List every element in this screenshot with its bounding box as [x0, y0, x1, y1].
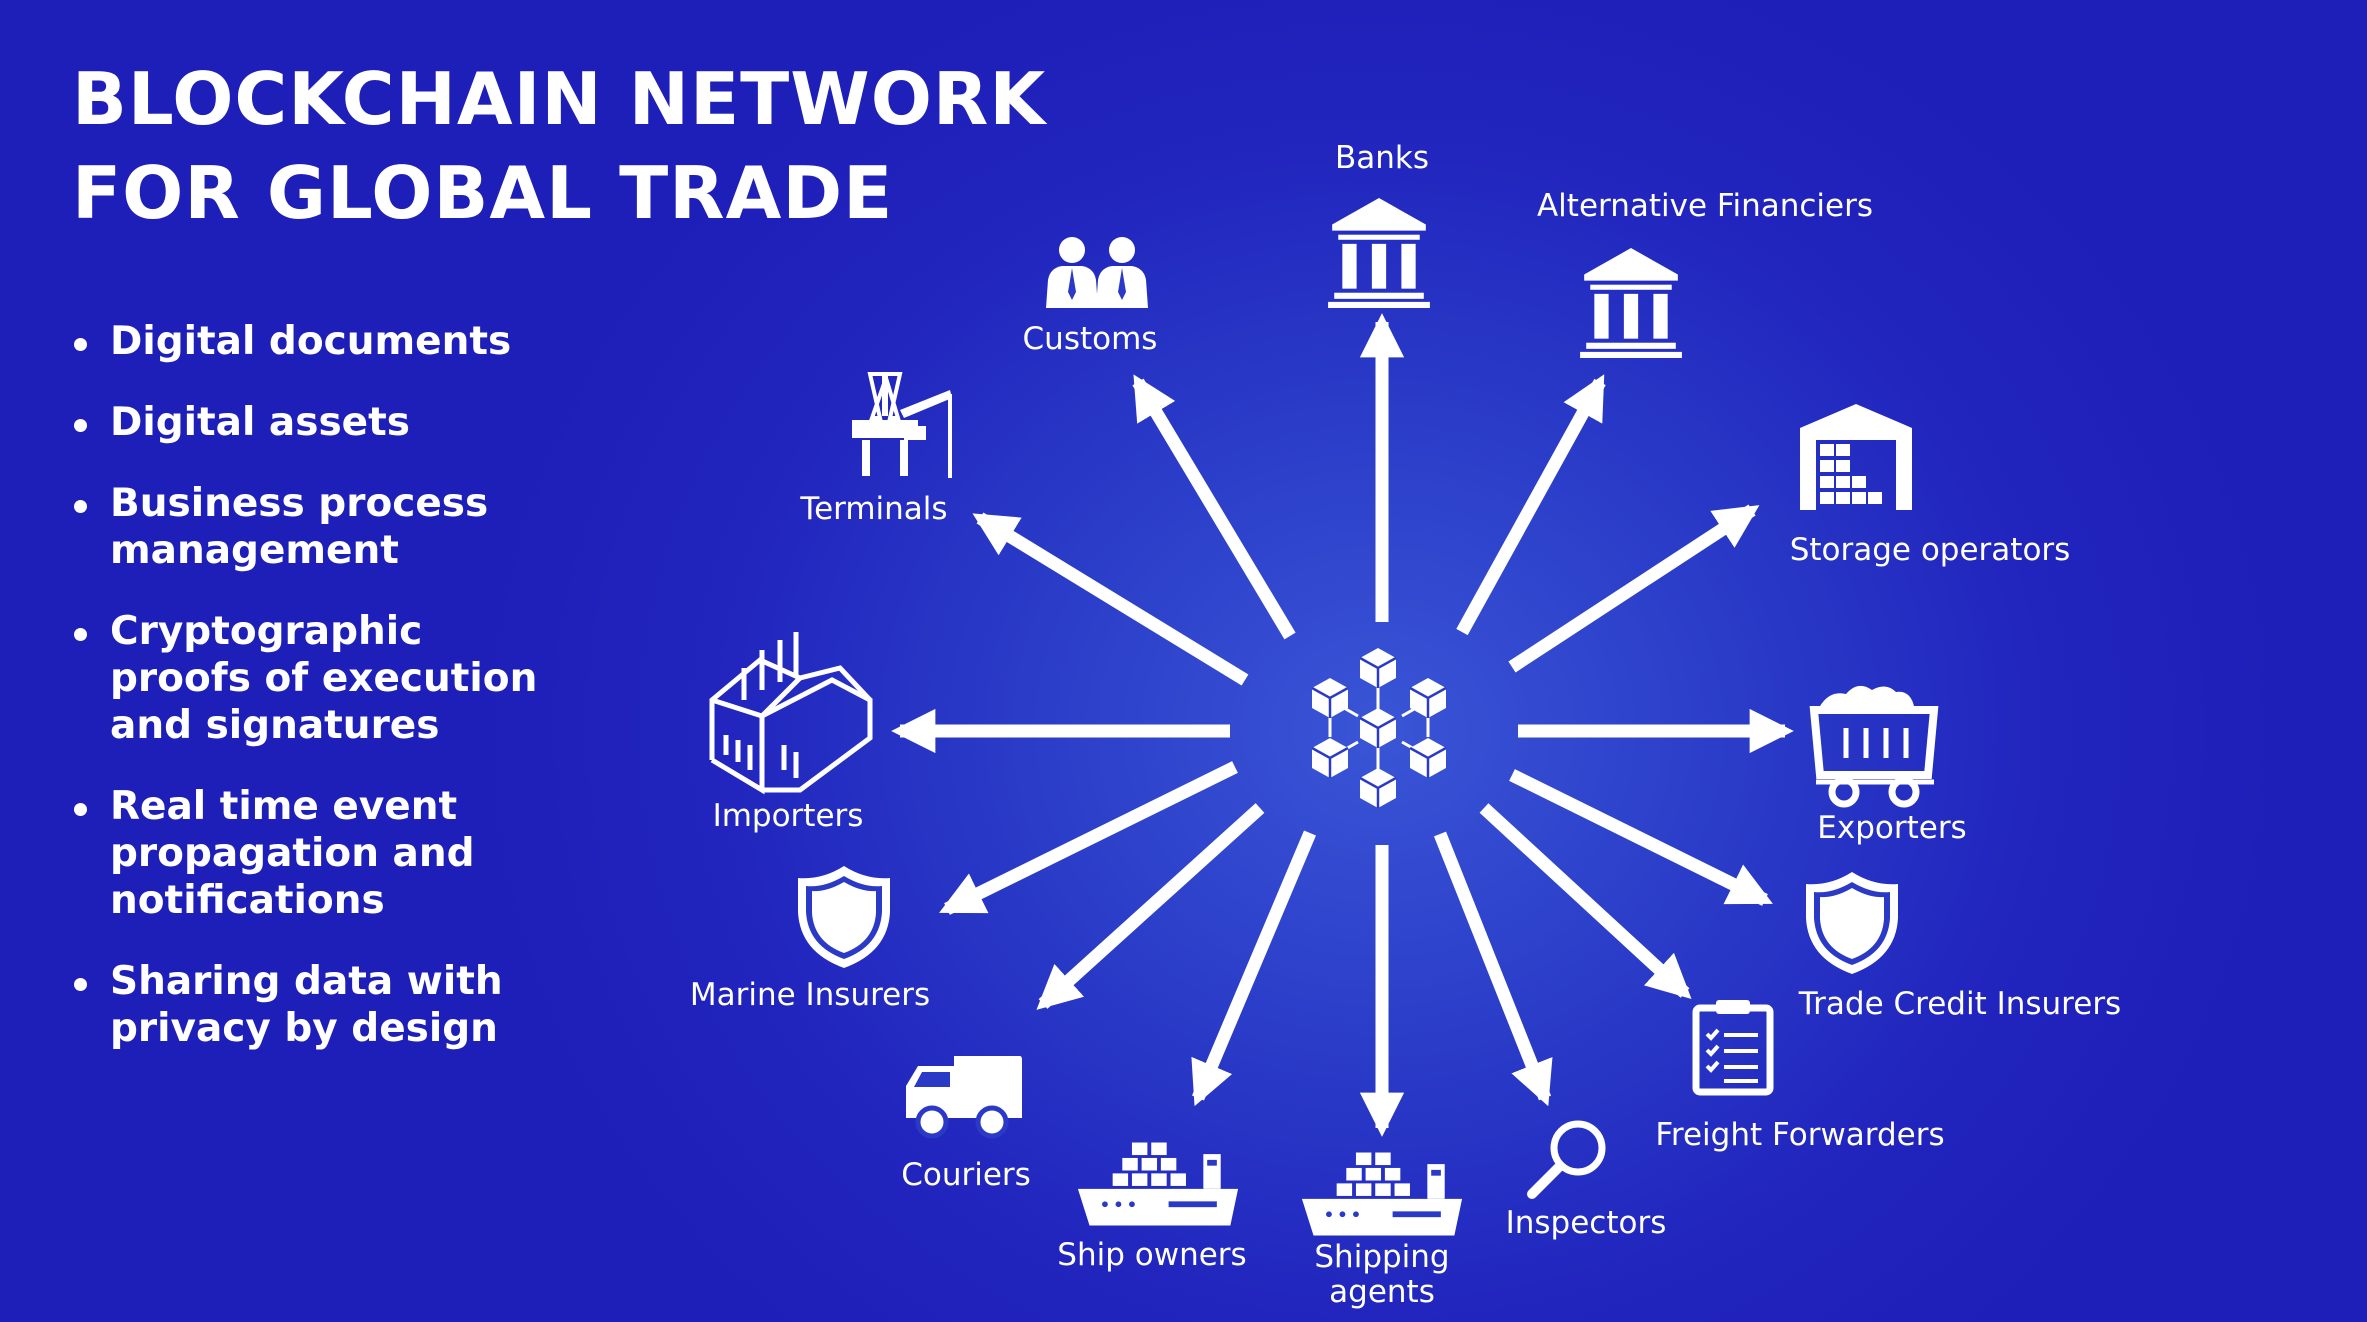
node-label-customs: Customs: [1022, 321, 1158, 357]
node-label-trade-credit-insurers: Trade Credit Insurers: [1798, 986, 2122, 1022]
node-label-shipping-agents: Shipping agents: [1314, 1239, 1450, 1310]
node-label-freight-forwarders: Freight Forwarders: [1655, 1117, 1945, 1153]
factory-icon: [709, 632, 873, 795]
shield-icon: [1806, 872, 1898, 974]
magnifier-icon: [1527, 1120, 1606, 1199]
warehouse-icon: [1800, 404, 1912, 510]
feature-item: Digital documents: [72, 318, 537, 365]
bank-icon: [1580, 248, 1682, 358]
title-line-1: BLOCKCHAIN NETWORK: [72, 57, 1047, 141]
feature-text: Digital assets: [110, 400, 410, 445]
node-label-marine-insurers: Marine Insurers: [689, 977, 931, 1013]
node-label-couriers: Couriers: [901, 1157, 1031, 1193]
node-label-storage-operators: Storage operators: [1789, 532, 2071, 568]
feature-text: propagation and: [110, 831, 475, 876]
cargo-ship-icon: [1301, 1152, 1463, 1236]
arrow-marine-insurers: [939, 761, 1238, 915]
node-label-inspectors: Inspectors: [1505, 1205, 1667, 1241]
node-label-banks: Banks: [1334, 140, 1429, 176]
arrow-alternative-financiers: [1456, 374, 1606, 636]
arrow-inspectors: [1433, 831, 1553, 1107]
clipboard-checklist-icon: [1692, 1000, 1774, 1096]
arrow-ship-owners: [1191, 830, 1316, 1107]
feature-item: Cryptographic proofs of execution and si…: [72, 608, 537, 749]
feature-text: Real time event: [110, 784, 458, 829]
feature-item: Business process management: [72, 480, 537, 574]
feature-text: Cryptographic: [110, 609, 423, 654]
mine-cart-icon: [1809, 685, 1939, 808]
oil-rig-crane-icon: [852, 371, 952, 478]
feature-text: Sharing data with: [110, 959, 503, 1004]
arrow-couriers: [1036, 803, 1265, 1010]
arrow-freight-forwarders: [1479, 803, 1692, 999]
feature-text: and signatures: [110, 703, 440, 748]
node-label-importers: Importers: [712, 798, 864, 834]
node-label-alternative-financiers: Alternative Financiers: [1536, 188, 1874, 224]
node-label-ship-owners: Ship owners: [1057, 1237, 1247, 1273]
feature-item: Real time event propagation and notifica…: [72, 783, 537, 924]
feature-item: Sharing data with privacy by design: [72, 958, 537, 1052]
feature-list: Digital documents Digital assets Busines…: [72, 318, 537, 1052]
shield-icon: [798, 866, 890, 968]
feature-item: Digital assets: [72, 399, 537, 446]
feature-text: privacy by design: [110, 1006, 498, 1051]
people-icon: [1046, 237, 1148, 308]
connector-arrows: [891, 313, 1794, 1137]
arrow-customs: [1132, 374, 1296, 640]
node-label-terminals: Terminals: [800, 491, 948, 527]
bank-icon: [1328, 198, 1430, 308]
feature-text: Digital documents: [110, 319, 512, 364]
feature-text: Business process: [110, 481, 489, 526]
arrow-trade-credit-insurers: [1509, 769, 1773, 906]
blockchain-cubes-icon: [1311, 648, 1447, 808]
delivery-truck-icon: [906, 1056, 1022, 1139]
arrow-storage-operators: [1508, 504, 1760, 673]
cargo-ship-icon: [1077, 1142, 1239, 1226]
feature-text: proofs of execution: [110, 656, 538, 701]
title-line-2: FOR GLOBAL TRADE: [72, 151, 894, 235]
feature-text: management: [110, 528, 399, 573]
node-label-exporters: Exporters: [1817, 810, 1967, 846]
feature-text: notifications: [110, 878, 385, 923]
page-title: BLOCKCHAIN NETWORK FOR GLOBAL TRADE: [72, 52, 1046, 240]
arrow-terminals: [972, 512, 1249, 686]
